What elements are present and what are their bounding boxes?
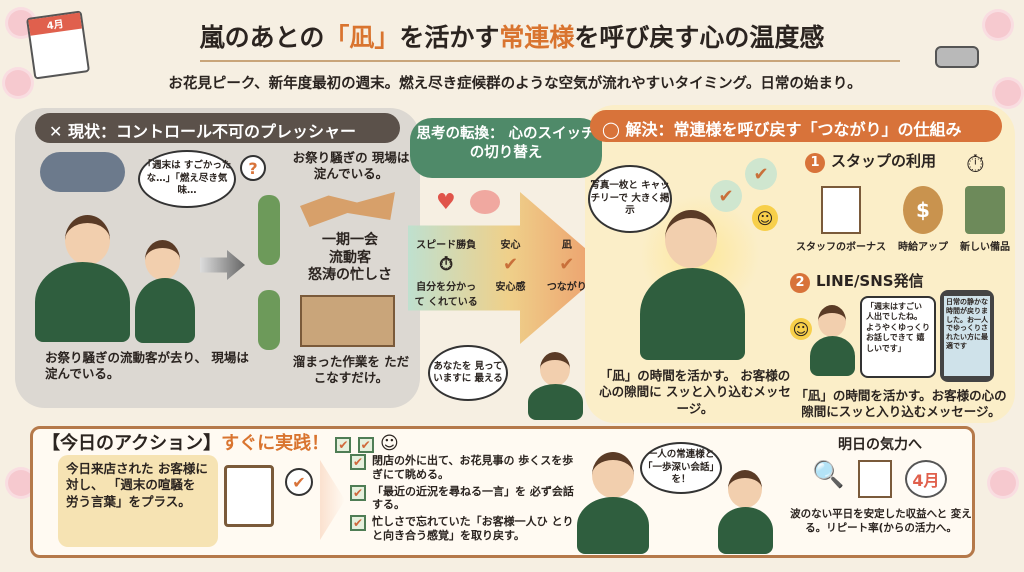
- walking-customer-figure: [258, 290, 280, 350]
- messy-shop-image: [300, 295, 395, 347]
- step-speed: スピード勝負⏱自分を分かって くれている: [414, 240, 478, 308]
- poster-speech-bubble: 写真一枚と キャッチリーで 大きく掲示: [588, 165, 672, 233]
- stressed-staff-figure: [35, 262, 130, 342]
- calendar-icon: 4月: [25, 10, 91, 80]
- check-icon: ✔: [357, 437, 374, 453]
- sns-staff-head: [818, 305, 846, 337]
- action-checklist: ✔閉店の外に出て、お花見事の 歩くスを歩ぎにて眺める。 ✔「最近の近況を尋ねる一…: [350, 454, 575, 543]
- staff-woman-head: [145, 240, 180, 280]
- checkbox-checked-icon: ✔: [350, 515, 366, 531]
- checklist-item: ✔閉店の外に出て、お花見事の 歩くスを歩ぎにて眺める。: [350, 454, 575, 482]
- caption-right: 溜まった作業を ただこなすだけ。: [292, 354, 410, 386]
- kettle-icon: [935, 46, 979, 68]
- check-icon: ✔: [502, 254, 519, 275]
- smiley-icon: ☺: [752, 205, 778, 231]
- caption-left: お祭り騒ぎの流動客が去り、 現場は淀んでいる。: [45, 350, 249, 382]
- page-title: 嵐のあとの「凪」を活かす常連様を呼び戻す心の温度感: [199, 23, 825, 52]
- checkbox-checked-icon: ✔: [350, 454, 366, 470]
- cherry-blossom-icon: [990, 470, 1016, 496]
- check-speech-icon: ✔: [285, 468, 313, 496]
- brain-icon: [470, 190, 500, 214]
- tomorrow-text: 波のない平日を安定した収益へと 変える。リピート率(からの活力へ。: [790, 508, 972, 534]
- mindset-shift-bubble: 思考の転換： 心のスイッチの切り替え: [410, 118, 602, 178]
- staff-speech-bubble: あなたを 見っていますに 最える: [428, 345, 508, 401]
- staff-man-head: [592, 452, 634, 498]
- solution-header: ◯ 解決：常連様を呼び戻す「つながり」の仕組み: [590, 110, 1002, 142]
- tomorrow-title: 明日の気力へ: [838, 437, 922, 453]
- checklist-item: ✔忙しさで忘れていた「お客様一人ひ とりと向き合う感覚」を取り戻す。: [350, 515, 575, 543]
- cherry-blossom-icon: [8, 470, 34, 496]
- current-state-header: ✕ 現状：コントロール不可のプレッシャー: [35, 113, 400, 143]
- checkbox-checked-icon: ✔: [350, 484, 366, 501]
- check-icon: ✔: [559, 254, 575, 275]
- smartphone-icon: 日常の静かな時間が戻りました。お一人でゆっくりされたい方に最適です: [940, 290, 994, 382]
- magnifier-icon: 🔍: [812, 460, 845, 490]
- staff-woman-figure: [135, 278, 195, 343]
- calendar-icon: 4月: [905, 460, 947, 498]
- sns-staff-figure: [810, 336, 855, 376]
- raise-item: $時給アップ: [898, 186, 948, 253]
- stressed-staff-head: [65, 215, 110, 265]
- stopwatch-icon: ⏱: [439, 254, 454, 275]
- thought-bubble: 「週末は すごかったな…」「燃え尽き気味…: [138, 150, 236, 208]
- waving-staff-figure: [528, 384, 583, 420]
- bonus-item: スタッフのボーナス: [796, 186, 886, 253]
- conversation-speech-bubble: 一人の常連様と 「一歩深い会話」 を！: [640, 442, 722, 494]
- smiling-staff-head: [665, 210, 717, 268]
- uniform-icon: [965, 186, 1005, 234]
- sns-message-bubble: 「週末はすごい 人出でしたね。 ようやくゆっくり お話しできて 嬉しいです」: [860, 296, 936, 378]
- smiling-staff-figure: [640, 268, 745, 360]
- staff-woman-figure: [718, 507, 773, 554]
- clipboard-icon: [224, 465, 274, 527]
- staff-benefits: スタッフのボーナス $時給アップ 新しい備品: [796, 186, 1010, 253]
- question-icon: ?: [240, 155, 266, 181]
- cherry-blossom-icon: [5, 70, 31, 96]
- smiley-icon: ☺: [379, 433, 399, 454]
- money-bag-icon: $: [903, 186, 943, 234]
- action-tip-box: 今日来店された お客様に対し、 「週末の喧騒を 労う言葉」をプラス。: [58, 455, 218, 547]
- shift-steps: スピード勝負⏱自分を分かって くれている 安心✔安心感 凪✔つながり: [410, 236, 595, 308]
- checklist-item: ✔「最近の近況を尋ねる一言」を 必ず会話する。: [350, 484, 575, 513]
- action-title: 【今日のアクション】すぐに実践！ ✔ ✔ ☺: [42, 433, 399, 454]
- step-relief: 安心✔安心感: [485, 236, 535, 308]
- keywords: 一期一会流動客怒涛の忙しさ: [308, 232, 392, 283]
- caption-top: お祭り騒ぎの 現場は淀んでいる。: [292, 150, 410, 182]
- subtitle: お花見ピーク、新年度最初の週末。燃え尽き症候群のような空気が流れやすいタイミング…: [168, 76, 862, 92]
- cherry-blossom-icon: [985, 12, 1011, 38]
- solution-caption-right: 「凪」の時間を活かす。お客様の心の 隙間にスッと入り込むメッセージ。: [795, 388, 1007, 420]
- check-icon: ✔: [335, 437, 352, 453]
- solution-caption-left: 「凪」の時間を活かす。 お客様の心の隙間に スッと入り込むメッセージ。: [599, 368, 791, 416]
- staff-woman-head: [728, 470, 762, 508]
- storm-cloud-icon: [40, 152, 125, 192]
- heart-icon: ♥: [436, 190, 456, 215]
- staff-man-figure: [577, 497, 649, 554]
- title-divider: [200, 60, 900, 62]
- notepad-icon: [858, 460, 892, 498]
- cherry-blossom-icon: [995, 80, 1021, 106]
- smiley-icon: ☺: [790, 318, 812, 340]
- stopwatch-icon: ⏱: [966, 150, 985, 178]
- waving-staff-head: [540, 352, 570, 386]
- clipboard-icon: [821, 186, 861, 234]
- check-icon: ✔: [710, 180, 742, 212]
- step-calm: 凪✔つながり: [542, 236, 592, 308]
- walking-customer-figure: [258, 195, 280, 265]
- equipment-item: 新しい備品: [960, 186, 1010, 253]
- check-icon: ✔: [745, 158, 777, 190]
